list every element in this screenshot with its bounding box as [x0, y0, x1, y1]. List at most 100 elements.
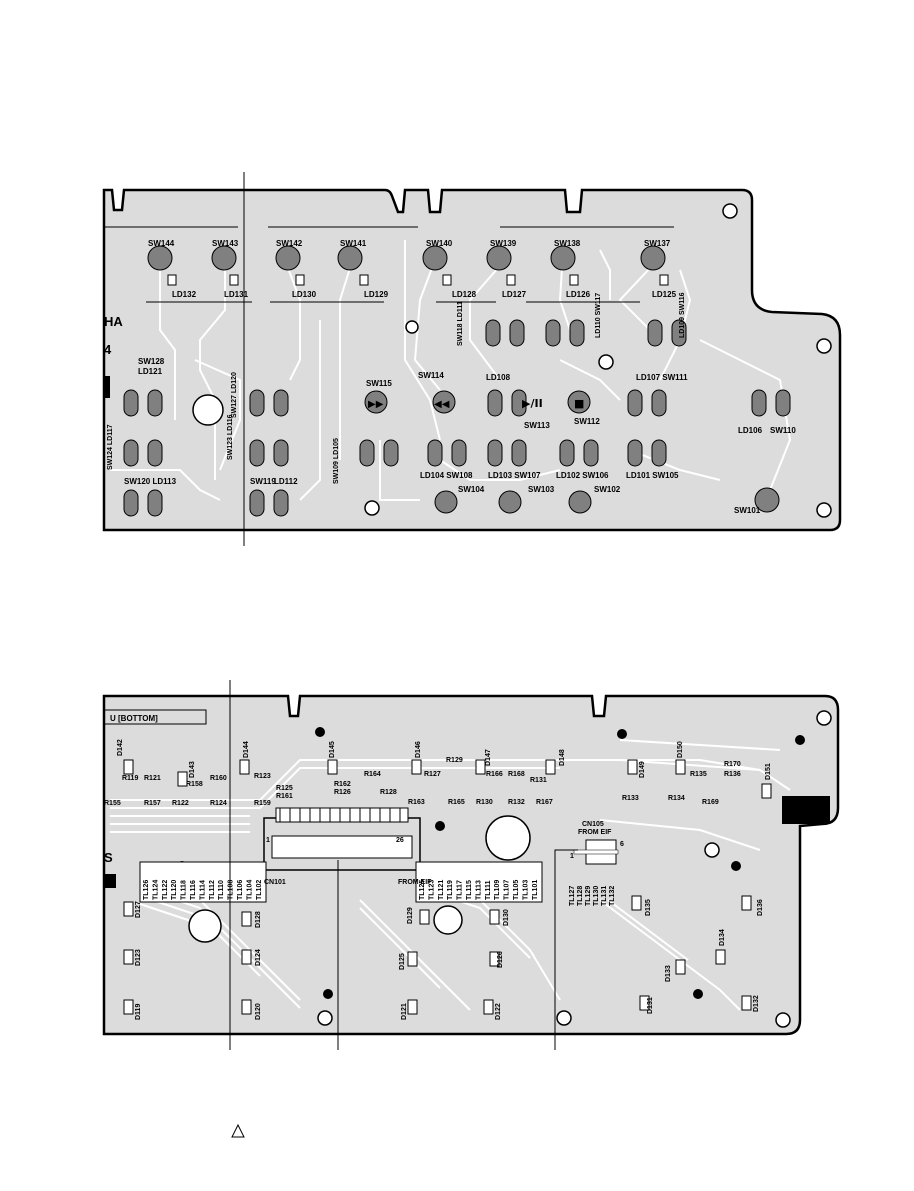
top-board-labels: HA 4 SW144 SW143 SW142 SW141 SW140 SW139… — [104, 239, 796, 515]
switch-label: SW141 — [340, 239, 367, 248]
diode-label: D133 — [665, 965, 672, 982]
diode-label: D142 — [117, 739, 124, 756]
misc-label: SW128 — [138, 357, 165, 366]
resistor-label: R136 — [724, 771, 741, 778]
rotated-label: LD110 SW117 — [595, 293, 602, 338]
black-block — [782, 796, 830, 824]
black-mark — [104, 376, 110, 398]
diode-label: D120 — [255, 1003, 262, 1020]
cn105-connector — [573, 839, 619, 865]
led-label: LD126 — [566, 290, 591, 299]
top-mount-holes — [192, 203, 832, 518]
resistor-label: R133 — [622, 795, 639, 802]
rewind-icon: ◀◀ — [434, 399, 450, 410]
resistor-label: R132 — [508, 799, 525, 806]
tl-label: TL132 — [609, 886, 616, 906]
resistor-label: R158 — [186, 781, 203, 788]
tl-label: TL106 — [237, 880, 244, 900]
diode-label: D122 — [495, 1003, 502, 1020]
misc-label: SW112 — [574, 417, 600, 426]
tl-label: TL124 — [152, 880, 159, 900]
diode-label: D123 — [135, 949, 142, 966]
bottom-callout-lines — [229, 680, 578, 1050]
tl-label: TL130 — [593, 886, 600, 906]
diode-label: D131 — [647, 997, 654, 1014]
misc-label: LD107 SW111 — [636, 373, 688, 382]
switch-label: SW139 — [490, 239, 517, 248]
misc-label: LD112 — [274, 477, 298, 486]
diode-label: D150 — [677, 741, 684, 758]
diode-label: D119 — [135, 1004, 142, 1020]
diode-label: D132 — [753, 995, 760, 1012]
tl-label: TL126 — [143, 880, 150, 900]
tl-label: TL125 — [419, 880, 426, 900]
cn101-pin26: 26 — [396, 837, 404, 844]
misc-label: LD104 SW108 — [420, 471, 473, 480]
misc-label: LD108 — [486, 373, 511, 382]
tl-label: TL115 — [466, 880, 473, 900]
brand-fragment: HA — [104, 314, 123, 329]
top-separators — [104, 226, 674, 303]
side-label: U [BOTTOM] — [110, 714, 158, 723]
cn101-pins — [279, 808, 401, 822]
misc-label: LD103 SW107 — [488, 471, 541, 480]
cn105-label: CN105 — [582, 821, 604, 828]
resistor-label: R161 — [276, 793, 293, 800]
diode-label: D129 — [407, 907, 414, 924]
diode-label: D124 — [255, 949, 262, 966]
rotated-label: SW123 LD116 — [227, 414, 234, 460]
resistor-label: R127 — [424, 771, 441, 778]
misc-label: SW120 LD113 — [124, 477, 177, 486]
diode-label: D126 — [497, 951, 504, 968]
resistor-label: R126 — [334, 789, 351, 796]
resistor-label: R168 — [508, 771, 525, 778]
misc-label: LD101 SW105 — [626, 471, 679, 480]
switch-label: SW143 — [212, 239, 239, 248]
tl-label: TL103 — [522, 880, 529, 900]
cn101-pin1: 1 — [266, 837, 270, 844]
play-pause-icon: ▶/II — [522, 397, 543, 410]
tl-label: TL110 — [218, 880, 225, 900]
fast-forward-icon: ▶▶ — [368, 399, 384, 410]
switch-label: SW137 — [644, 239, 671, 248]
tl-label: TL123 — [428, 880, 435, 900]
resistor-label: R157 — [144, 800, 161, 807]
misc-label: SW119 — [250, 477, 276, 486]
tl-label: TL108 — [228, 880, 235, 900]
diode-label: D147 — [485, 749, 492, 766]
bottom-board — [102, 680, 840, 1050]
resistor-label: R155 — [104, 800, 121, 807]
diode-label: D121 — [401, 1003, 408, 1020]
resistor-label: R131 — [530, 777, 547, 784]
stop-button-disc — [567, 390, 591, 414]
misc-label: LD102 SW106 — [556, 471, 609, 480]
rotated-label: SW124 LD117 — [107, 424, 114, 470]
resistor-label: R170 — [724, 761, 741, 768]
top-switch-discs — [147, 245, 780, 514]
led-label: LD125 — [652, 290, 677, 299]
switch-label: SW142 — [276, 239, 303, 248]
tl-label: TL129 — [585, 886, 592, 906]
diode-label: D128 — [255, 911, 262, 928]
resistor-label: R135 — [690, 771, 707, 778]
top-capsule-pads — [123, 319, 791, 517]
resistor-label: R159 — [254, 800, 271, 807]
diode-label: D145 — [329, 741, 336, 758]
number-fragment: 4 — [104, 342, 112, 357]
rotated-label: SW118 LD111 — [457, 301, 464, 346]
cn105-pin1: 1 — [570, 853, 574, 860]
tl-label: TL105 — [513, 880, 520, 900]
resistor-label: R130 — [476, 799, 493, 806]
resistor-label: R160 — [210, 775, 227, 782]
resistor-label: R164 — [364, 771, 381, 778]
resistor-label: R128 — [380, 789, 397, 796]
switch-label: SW144 — [148, 239, 175, 248]
tl-label: TL121 — [438, 880, 445, 900]
resistor-label: R134 — [668, 795, 685, 802]
led-label: LD127 — [502, 290, 527, 299]
misc-label: SW115 — [366, 379, 392, 388]
misc-label: SW101 — [734, 506, 761, 515]
diode-label: D144 — [243, 741, 250, 758]
